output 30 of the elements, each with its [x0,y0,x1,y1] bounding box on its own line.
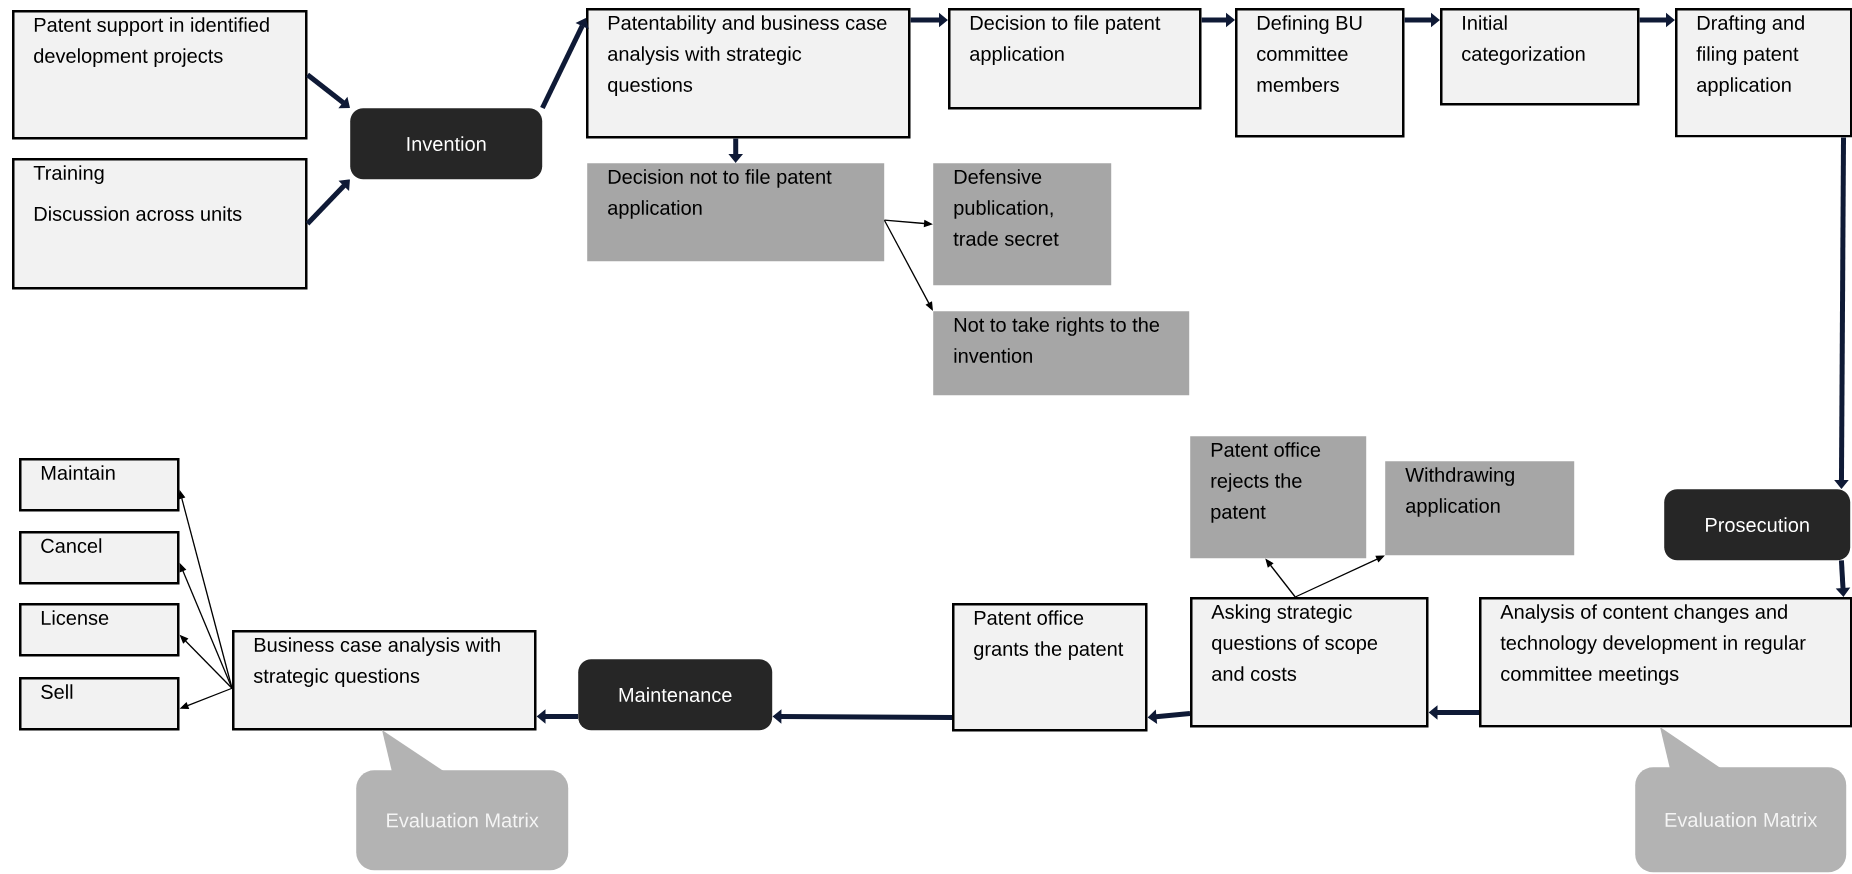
process-box: Decision to file patent application [948,8,1202,110]
arrow [305,179,350,226]
process-box: Asking strategic questions of scope and costs [1190,597,1429,728]
process-box: Sell [19,677,180,731]
process-box: Patent support in identified development projects [12,10,308,140]
process-box: Initial categorization [1440,8,1640,106]
process-box: Analysis of content changes and technology development in regular committee meetings [1479,597,1852,728]
callout-bubble: Evaluation Matrix [1635,727,1847,873]
outcome-box: Withdrawing application [1385,461,1575,556]
outcome-box: Decision not to file patent application [587,163,885,262]
stage-box: Invention [350,108,543,180]
arrow [883,219,933,311]
process-box: Defining BU committee members [1235,8,1405,138]
outcome-box: Not to take rights to the invention [933,311,1190,396]
stage-box: Maintenance [578,659,773,731]
process-box: Patentability and business case analysis with strategic questions [586,8,911,139]
process-box: Training Discussion across units [12,158,308,290]
process-box: License [19,603,180,657]
callout-bubble: Evaluation Matrix [356,730,569,871]
process-box: Business case analysis with strategic questions [232,630,537,731]
arrow [540,18,589,110]
arrow [305,72,350,109]
process-box: Cancel [19,531,180,585]
stage-box: Prosecution [1664,489,1851,561]
process-box: Maintain [19,458,180,512]
outcome-box: Patent office rejects the patent [1190,436,1367,559]
arrow [1294,555,1385,598]
outcome-box: Defensive publication, trade secret [933,163,1112,286]
process-box: Patent office grants the patent [952,603,1148,732]
process-box: Drafting and filing patent application [1675,8,1852,138]
